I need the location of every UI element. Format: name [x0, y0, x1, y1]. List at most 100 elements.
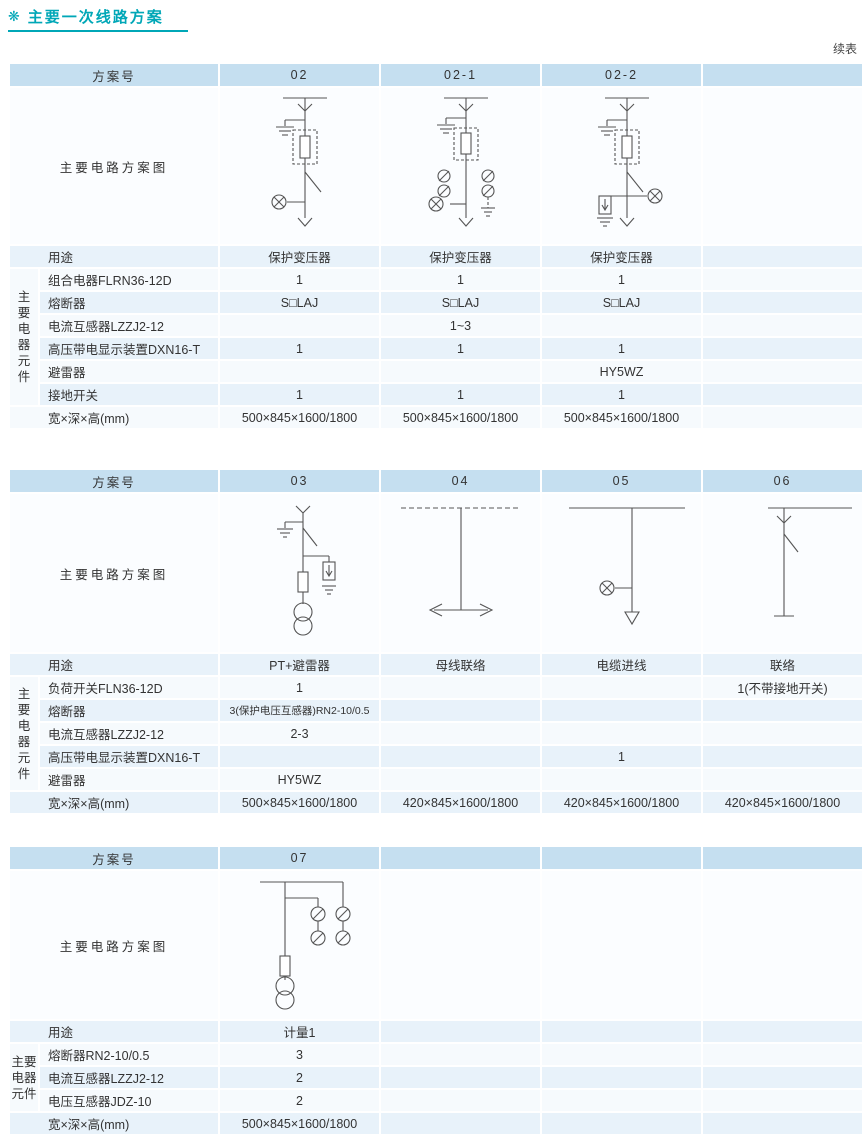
side-label-components: 主要电器元件 [8, 267, 40, 407]
page-title-text: 主要一次线路方案 [27, 9, 164, 26]
empty-cell [701, 845, 865, 871]
value-cell [701, 767, 865, 792]
row-label: 电流互感器LZZJ2-12 [37, 721, 221, 746]
empty-cell [379, 845, 543, 871]
diagram-row: 主要电路方案图 [7, 869, 865, 1021]
empty-cell [701, 1111, 865, 1136]
value-cell: 3(保护电压互感器)RN2-10/0.5 [218, 698, 382, 723]
scheme-number-header: 方案号 [7, 62, 221, 88]
value-cell: 电缆进线 [540, 652, 704, 677]
usage-row: 用途 保护变压器 保护变压器 保护变压器 [7, 244, 865, 269]
value-cell: 500×845×1600/1800 [218, 1111, 382, 1136]
row-label: 用途 [7, 652, 221, 677]
value-cell: 1 [379, 267, 543, 292]
empty-cell [701, 405, 865, 430]
value-cell [379, 698, 543, 723]
value-cell: 保护变压器 [379, 244, 543, 269]
row-label: 避雷器 [37, 767, 221, 792]
value-cell [701, 721, 865, 746]
value-cell [540, 698, 704, 723]
scheme-number: 02-1 [379, 62, 543, 88]
value-cell: 1 [540, 336, 704, 361]
component-row: 避雷器 HY5WZ [9, 767, 865, 792]
component-row: 电压互感器JDZ-10 2 [9, 1088, 865, 1113]
diagram-cell [540, 492, 704, 654]
row-label: 熔断器RN2-10/0.5 [37, 1042, 221, 1067]
value-cell [379, 767, 543, 792]
florette-icon: ❋ [8, 8, 22, 24]
value-cell: 420×845×1600/1800 [701, 790, 865, 815]
row-label: 避雷器 [37, 359, 221, 384]
empty-cell [540, 869, 704, 1021]
row-label: 电流互感器LZZJ2-12 [37, 313, 221, 338]
empty-cell [701, 1042, 865, 1067]
diagram-row-label: 主要电路方案图 [7, 492, 221, 654]
component-row: 高压带电显示装置DXN16-T 1 [9, 744, 865, 769]
value-cell: 500×845×1600/1800 [218, 405, 382, 430]
side-label-components: 主要电器元件 [8, 675, 40, 792]
row-label: 电压互感器JDZ-10 [37, 1088, 221, 1113]
value-cell [218, 359, 382, 384]
value-cell: 母线联络 [379, 652, 543, 677]
value-cell: S□LAJ [540, 290, 704, 315]
value-cell: 1(不带接地开关) [701, 675, 865, 700]
usage-row: 用途 PT+避雷器 母线联络 电缆进线 联络 [7, 652, 865, 677]
row-label: 用途 [7, 1019, 221, 1044]
circuit-diagram-02-2 [596, 97, 663, 227]
empty-cell [540, 1088, 704, 1113]
empty-cell [701, 62, 865, 88]
diagram-row-label: 主要电路方案图 [7, 86, 221, 246]
dimensions-row: 宽×深×高(mm) 500×845×1600/1800 420×845×1600… [7, 790, 865, 815]
diagram-cell [218, 492, 382, 654]
value-cell: PT+避雷器 [218, 652, 382, 677]
scheme-number: 05 [540, 468, 704, 494]
value-cell: 2 [218, 1088, 382, 1113]
value-cell: 计量1 [218, 1019, 382, 1044]
value-cell [701, 744, 865, 769]
empty-cell [540, 1111, 704, 1136]
value-cell: 1 [218, 267, 382, 292]
diagram-cell [379, 492, 543, 654]
row-label: 宽×深×高(mm) [7, 1111, 221, 1136]
value-cell [540, 313, 704, 338]
value-cell: 500×845×1600/1800 [540, 405, 704, 430]
value-cell: S□LAJ [218, 290, 382, 315]
circuit-diagram-02 [270, 97, 327, 227]
empty-cell [701, 86, 865, 246]
scheme-number: 07 [218, 845, 382, 871]
value-cell: HY5WZ [218, 767, 382, 792]
continued-note: 续表 [832, 42, 857, 56]
diagram-row: 主要电路方案图 [7, 492, 865, 654]
component-row: 熔断器 S□LAJ S□LAJ S□LAJ [9, 290, 865, 315]
value-cell [379, 744, 543, 769]
scheme-number: 06 [701, 468, 865, 494]
circuit-diagram-03 [276, 505, 336, 636]
circuit-diagram-04 [400, 507, 521, 617]
empty-cell [379, 1019, 543, 1044]
title-underline [8, 30, 188, 32]
scheme-number: 03 [218, 468, 382, 494]
row-label: 电流互感器LZZJ2-12 [37, 1065, 221, 1090]
value-cell: 1 [540, 267, 704, 292]
side-label-components: 主要电器元件 [8, 1042, 40, 1113]
header-row: 方案号 03 04 05 06 [7, 468, 865, 494]
row-label: 熔断器 [37, 290, 221, 315]
empty-cell [701, 1065, 865, 1090]
diagram-row: 主要电路方案图 [7, 86, 865, 246]
value-cell: 500×845×1600/1800 [379, 405, 543, 430]
empty-cell [701, 244, 865, 269]
scheme-number-header: 方案号 [7, 468, 221, 494]
value-cell: 3 [218, 1042, 382, 1067]
row-label: 宽×深×高(mm) [7, 405, 221, 430]
diagram-cell [218, 86, 382, 246]
empty-cell [379, 1088, 543, 1113]
value-cell: 2 [218, 1065, 382, 1090]
value-cell: 1 [540, 744, 704, 769]
scheme-number: 02-2 [540, 62, 704, 88]
scheme-number-header: 方案号 [7, 845, 221, 871]
row-label: 接地开关 [37, 382, 221, 407]
value-cell: 2-3 [218, 721, 382, 746]
empty-cell [701, 382, 865, 407]
header-row: 方案号 07 [7, 845, 865, 871]
